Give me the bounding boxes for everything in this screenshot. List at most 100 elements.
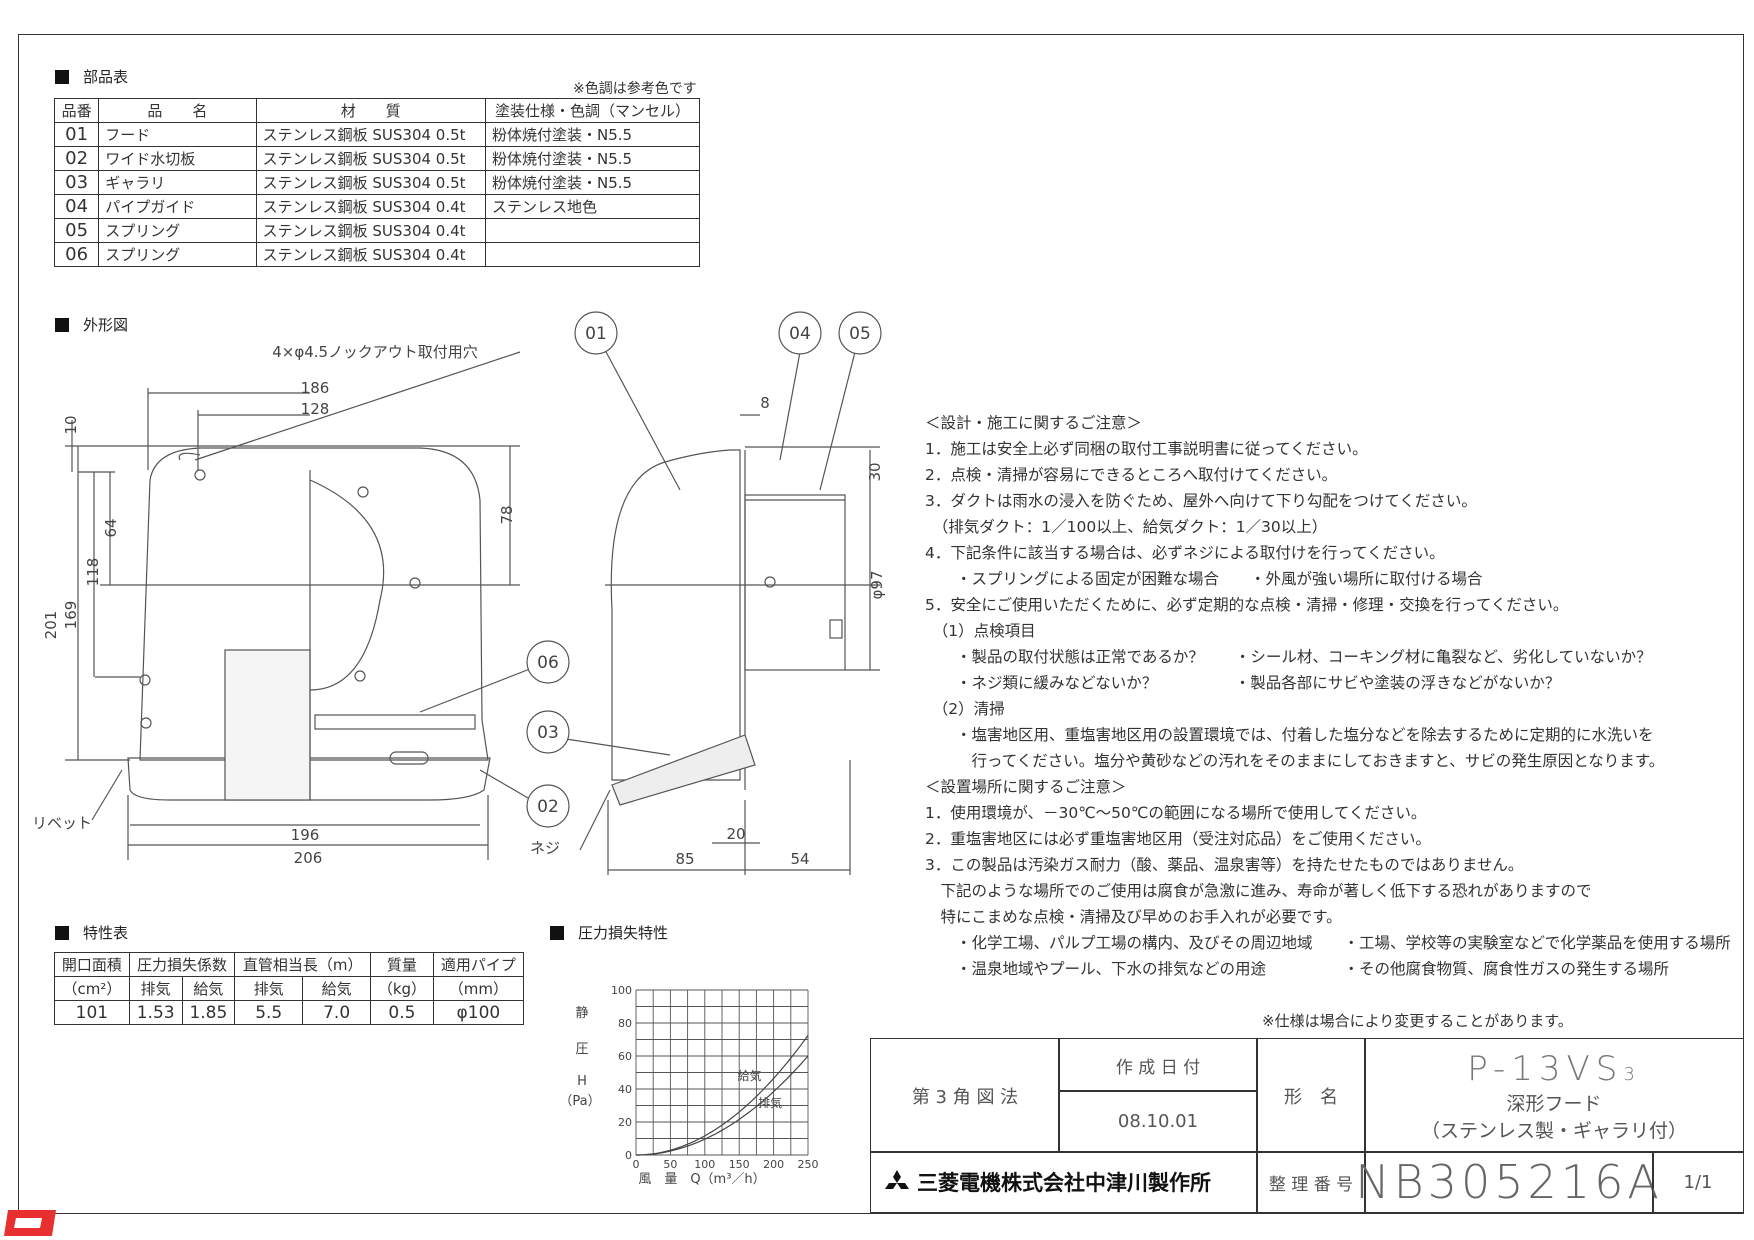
model-suffix: 3	[1623, 1063, 1641, 1085]
parts-cell: ステンレス鋼板 SUS304 0.4t	[255, 218, 486, 243]
callout-05: 05	[849, 324, 871, 344]
model-number: P-13VS	[1467, 1048, 1624, 1089]
dim-10: 10	[62, 415, 80, 434]
dim-phi97: φ97	[868, 571, 886, 600]
parts-cell: ギャラリ	[98, 170, 257, 195]
dim-85: 85	[675, 850, 694, 868]
install-notes-heading: ＜設置場所に関するご注意＞	[925, 778, 1127, 796]
design-note-line: 2．点検・清掃が容易にできるところへ取付けてください。	[925, 466, 1338, 484]
chart-y-tick: 0	[625, 1149, 632, 1162]
install-note-line: 下記のような場所でのご使用は腐食が急激に進み、寿命が著しく低下する恐れがあります…	[925, 882, 1592, 900]
side-view-gallery	[611, 734, 756, 806]
ref-number-cell: NB305216A	[1355, 1151, 1659, 1213]
parts-header-cell: 品 名	[98, 98, 257, 123]
design-note-line: 1．施工は安全上必ず同梱の取付工事説明書に従ってください。	[925, 440, 1368, 458]
front-view-drip-plate	[127, 757, 491, 801]
rivet-label: リベット	[32, 814, 92, 832]
chart-y-tick: 40	[618, 1083, 632, 1096]
spec-header-row: 開口面積 圧力損失係数 直管相当長（m） 質量 適用パイプ	[54, 952, 525, 977]
chart-x-tick: 0	[633, 1158, 640, 1171]
parts-header-cell: 材 質	[255, 98, 486, 123]
product-name: 深形フード	[1506, 1092, 1602, 1115]
callout-03: 03	[537, 723, 559, 743]
spec-values-row: 101 1.53 1.85 5.5 7.0 0.5 φ100	[54, 1000, 525, 1025]
mitsubishi-logo-icon	[885, 1170, 909, 1189]
company-cell: 三菱電機株式会社中津川製作所	[870, 1151, 1258, 1213]
design-note-line: ・製品の取付状態は正常であるか？ ・シール材、コーキング材に亀裂など、劣化してい…	[925, 648, 1652, 666]
install-note-line: 2．重塩害地区には必ず重塩害地区用（受注対応品）をご使用ください。	[925, 830, 1431, 848]
chart-y-label: 圧	[575, 1042, 588, 1057]
callout-01: 01	[585, 324, 607, 344]
parts-section-title: 部品表	[55, 66, 128, 87]
install-note-line: ・化学工場、パルプ工場の構内、及びその周辺地域 ・工場、学校等の実験室などで化学…	[925, 934, 1731, 952]
title-block: 第 3 角 図 法 作 成 日 付 08.10.01 形 名 P-13VS3 深…	[870, 1038, 1744, 1213]
drawing-frame	[18, 34, 1744, 1214]
install-note-line: ・温泉地域やプール、下水の排気などの用途 ・その他腐食物質、腐食性ガスの発生する…	[925, 960, 1670, 978]
front-view-cutaway	[224, 649, 311, 801]
date-label-cell: 作 成 日 付	[1058, 1038, 1258, 1092]
parts-cell: 粉体焼付塗装・N5.5	[484, 170, 701, 195]
chart-series-line-1	[636, 1055, 809, 1156]
color-note: ※色調は参考色です	[573, 81, 697, 97]
parts-cell: 03	[53, 170, 100, 195]
design-note-line: 行ってください。塩分や黄砂などの汚れをそのままにしておきますと、サビの発生原因と…	[925, 752, 1665, 770]
sheet-cell: 1/1	[1652, 1151, 1744, 1213]
chart-y-tick: 100	[611, 984, 632, 997]
front-view-duct-ring	[309, 479, 385, 691]
parts-cell: 粉体焼付塗装・N5.5	[484, 122, 701, 147]
parts-header-cell: 品番	[53, 98, 100, 123]
side-view-duct	[744, 494, 846, 671]
parts-header-row: 品番品 名材 質塗装仕様・色調（マンセル）	[53, 98, 701, 123]
date-cell: 08.10.01	[1058, 1090, 1258, 1153]
chart-x-tick: 250	[798, 1158, 819, 1171]
section-marker-icon	[550, 925, 564, 940]
parts-cell: ステンレス鋼板 SUS304 0.5t	[255, 170, 486, 195]
install-note-line: 特にこまめな点検・清掃及び早めのお手入れが必要です。	[925, 908, 1342, 926]
parts-cell: 粉体焼付塗装・N5.5	[484, 146, 701, 171]
dim-201: 201	[42, 611, 60, 640]
parts-cell: パイプガイド	[98, 194, 257, 219]
design-notes-heading: ＜設計・施工に関するご注意＞	[925, 414, 1143, 432]
side-view-hood	[610, 449, 741, 781]
parts-cell: ステンレス鋼板 SUS304 0.5t	[255, 146, 486, 171]
corner-logo-icon	[4, 1210, 56, 1236]
ref-label-cell: 整 理 番 号	[1256, 1151, 1366, 1213]
screw-label: ネジ	[530, 839, 560, 857]
chart-y-label: H	[577, 1074, 587, 1089]
outline-section-title: 外形図	[55, 314, 128, 335]
parts-cell: フード	[98, 122, 257, 147]
outline-drawing: 01 04 05 06 03 02 4×φ4.5ノックアウト取付用穴 186 1…	[32, 311, 886, 875]
dim-196: 196	[291, 826, 320, 844]
dim-186: 186	[301, 379, 330, 397]
pressure-section-title: 圧力損失特性	[550, 922, 668, 943]
section-marker-icon	[55, 317, 69, 332]
design-note-line: 5．安全にご使用いただくために、必ず定期的な点検・清掃・修理・交換を行ってくださ…	[925, 596, 1569, 614]
dim-30: 30	[866, 462, 884, 481]
parts-cell: 01	[53, 122, 100, 147]
chart-x-tick: 150	[729, 1158, 750, 1171]
callout-02: 02	[537, 797, 559, 817]
notes-panel: ＜設計・施工に関するご注意＞ 1．施工は安全上必ず同梱の取付工事説明書に従ってく…	[925, 410, 1731, 982]
chart-y-tick: 60	[618, 1050, 632, 1063]
dim-54: 54	[790, 850, 809, 868]
chart-x-tick: 200	[763, 1158, 784, 1171]
design-note-line: 4．下記条件に該当する場合は、必ずネジによる取付けを行ってください。	[925, 544, 1445, 562]
chart-series-label: 排気	[758, 1095, 782, 1110]
parts-cell: 06	[53, 242, 100, 267]
spec-change-note: ※仕様は場合により変更することがあります。	[1262, 1012, 1573, 1030]
dim-128: 128	[301, 400, 330, 418]
parts-cell: スプリング	[98, 218, 257, 243]
design-note-line: （1）点検項目	[925, 622, 1036, 640]
design-note-line: （2）清掃	[925, 700, 1005, 718]
product-desc: （ステンレス製・ギャラリ付）	[1420, 1119, 1687, 1142]
chart-x-tick: 50	[663, 1158, 677, 1171]
callout-04: 04	[789, 324, 811, 344]
chart-x-tick: 100	[694, 1158, 715, 1171]
dim-8: 8	[760, 394, 770, 412]
chart-series-line-0	[636, 1035, 809, 1156]
spec-subheader-row: （cm²） 排気 給気 排気 給気 （kg） （mm）	[54, 976, 525, 1001]
chart-x-label: 風 量 Q（m³／h）	[638, 1172, 765, 1187]
